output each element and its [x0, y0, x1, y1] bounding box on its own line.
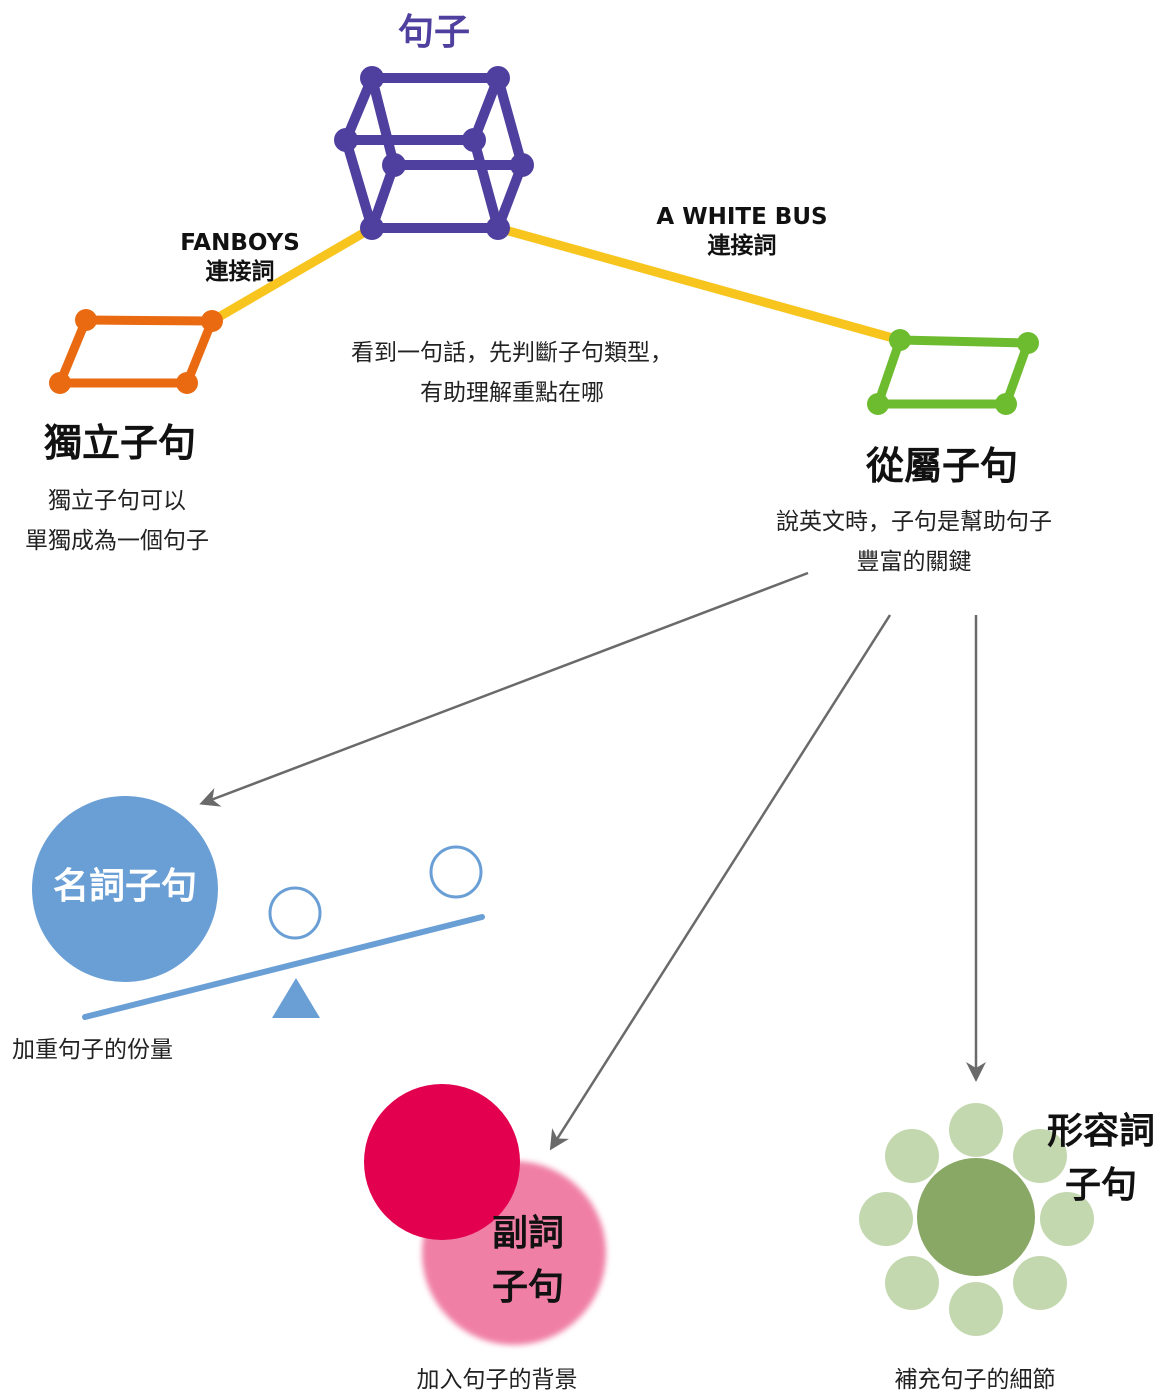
connector-left-line	[207, 223, 377, 326]
adverb-title-line2: 子句	[491, 1267, 565, 1308]
adverb-clause-title: 副詞 子句	[492, 1207, 564, 1315]
seesaw-icon	[82, 914, 485, 1020]
subordinate-clause-desc: 說英文時，子句是幫助句子 豐富的關鍵	[776, 502, 1052, 583]
adjective-clause-title: 形容詞 子句	[1047, 1105, 1155, 1213]
independent-desc-line1: 獨立子句可以	[48, 488, 186, 514]
adverb-clause-dark-circle	[364, 1084, 520, 1240]
cube-vertices	[334, 66, 534, 240]
adjective-clause-center-circle	[917, 1158, 1035, 1276]
connector-right-line1: A WHITE BUS	[656, 204, 828, 230]
connector-right-label: A WHITE BUS 連接詞	[656, 203, 827, 261]
subordinate-desc-line1: 說英文時，子句是幫助句子	[776, 509, 1052, 535]
parallelogram-icon	[867, 329, 1039, 415]
circle-icon	[429, 845, 483, 899]
circle-icon	[268, 886, 322, 940]
sentence-title: 句子	[397, 12, 471, 53]
adjective-title-line1: 形容詞	[1046, 1111, 1156, 1152]
adjective-clause-desc: 補充句子的細節	[894, 1367, 1056, 1393]
subordinate-desc-line2: 豐富的關鍵	[856, 549, 972, 576]
center-note: 看到一句話，先判斷子句類型， 有助理解重點在哪	[351, 333, 673, 414]
subordinate-clause-title: 從屬子句	[865, 444, 1019, 488]
parallelogram-icon	[49, 309, 223, 394]
adverb-clause-desc: 加入句子的背景	[416, 1367, 578, 1393]
independent-desc-line2: 單獨成為一個句子	[25, 528, 209, 555]
independent-clause-title: 獨立子句	[43, 421, 197, 465]
flower-icon	[859, 1103, 1094, 1336]
noun-clause-circle	[32, 796, 218, 982]
connector-right-line	[493, 223, 905, 345]
independent-clause-desc: 獨立子句可以 單獨成為一個句子	[25, 481, 209, 562]
cube-icon	[341, 73, 527, 233]
noun-clause-desc: 加重句子的份量	[12, 1037, 173, 1063]
connector-right-line2: 連接詞	[707, 232, 777, 259]
connector-left-line1: FANBOYS	[180, 230, 300, 256]
center-note-line1: 看到一句話，先判斷子句類型，	[351, 340, 673, 366]
center-note-line2: 有助理解重點在哪	[420, 380, 604, 407]
adverb-title-line1: 副詞	[491, 1213, 565, 1254]
connector-left-line2: 連接詞	[205, 258, 275, 285]
arrow-icon	[549, 614, 892, 1151]
connector-left-label: FANBOYS 連接詞	[180, 229, 300, 287]
adjective-title-line2: 子句	[1064, 1165, 1138, 1206]
arrow-icon	[199, 571, 809, 807]
noun-clause-title: 名詞子句	[52, 866, 198, 907]
